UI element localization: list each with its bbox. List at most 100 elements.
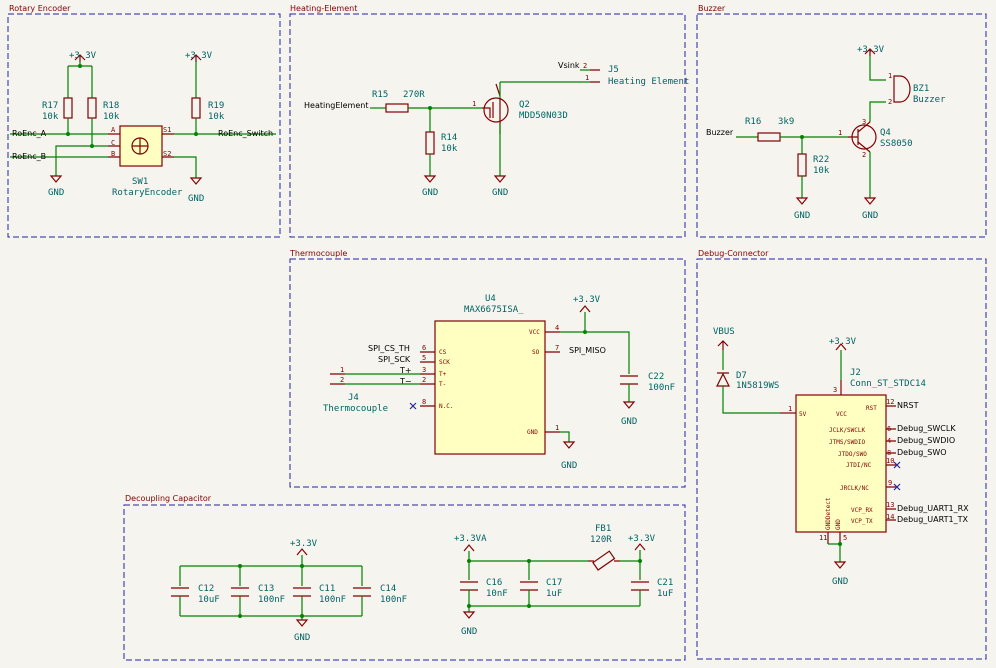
title-debug-connector: Debug-Connector xyxy=(698,249,769,258)
u4-pin-name-tplus: T+ xyxy=(439,371,447,378)
resistor-r14 xyxy=(425,131,435,155)
j2-pin-num-13: 13 xyxy=(886,501,894,509)
u4-pin-name-nc: N.C. xyxy=(439,403,453,410)
net-debug-swo: Debug_SWO xyxy=(897,448,947,457)
gnd-label-heating-1: GND xyxy=(422,188,438,198)
u4-value: MAX6675ISA_ xyxy=(464,305,524,315)
frame-decoupling: Decoupling Capacitor xyxy=(123,494,686,661)
rotary-power-label-1: +3.3V xyxy=(69,51,97,61)
c13-value: 100nF xyxy=(258,595,285,605)
gnd-label-heating-2: GND xyxy=(492,188,508,198)
j2-value: Conn_ST_STDC14 xyxy=(850,379,926,389)
j2-pin-name-gnd: GND xyxy=(835,519,842,530)
capacitor-c12 xyxy=(171,587,189,597)
j2-pin-name-gnddetect: GNDDetect xyxy=(825,497,832,530)
frame-heating-element: Heating-Element xyxy=(289,4,686,238)
resistor-r22 xyxy=(797,153,807,177)
r22-ref: R22 xyxy=(813,155,829,165)
j2-pin-num-6: 6 xyxy=(887,425,891,433)
c16-ref: C16 xyxy=(486,578,502,588)
ferrite-bead-fb1 xyxy=(592,550,616,571)
buzzer-power-label: +3.3V xyxy=(857,45,885,55)
debug-connector-circuit: VBUS D7 1N5819WS 1 5V J2 Conn_ST_STDC14 … xyxy=(713,327,969,587)
r14-value: 10k xyxy=(441,144,458,154)
j2-pin-num-4: 4 xyxy=(887,437,891,445)
thermo-power-label: +3.3V xyxy=(573,295,601,305)
net-debug-uart1-tx: Debug_UART1_TX xyxy=(897,515,968,524)
capacitor-c16 xyxy=(460,581,478,591)
u4-pin-name-gnd: GND xyxy=(527,429,538,436)
c21-ref: C21 xyxy=(657,578,673,588)
gnd-label-decoupling-2: GND xyxy=(461,627,477,637)
frame-buzzer: Buzzer xyxy=(696,4,987,238)
r18-value: 10k xyxy=(103,112,120,122)
j2-pin-name-vcp-rx: VCP_RX xyxy=(851,507,873,514)
sw1-pin-c: C xyxy=(111,139,115,147)
u4-pin-num-3: 3 xyxy=(422,366,426,374)
gnd-label-rotary-left: GND xyxy=(48,188,64,198)
j2-pin-num-9: 9 xyxy=(888,479,892,487)
buzzer-circuit: +3.3V 1 BZ1 Buzzer 2 Buzzer R16 3k9 R22 … xyxy=(706,45,946,221)
u4-pin-name-cs: CS xyxy=(439,349,447,356)
bz1-pin-2: 2 xyxy=(888,98,892,106)
net-vsink: Vsink xyxy=(558,61,580,70)
c17-value: 1uF xyxy=(546,589,562,599)
u4-pin-num-8: 8 xyxy=(422,398,426,406)
net-buzzer: Buzzer xyxy=(706,128,734,137)
vbus-label: VBUS xyxy=(713,327,735,337)
d7-value: 1N5819WS xyxy=(736,381,779,391)
q4-pin-1: 1 xyxy=(838,129,842,137)
net-debug-swdio: Debug_SWDIO xyxy=(897,436,955,445)
gnd-label-buzzer-2: GND xyxy=(862,211,878,221)
decoupling-power-label-1: +3.3V xyxy=(290,539,318,549)
j4-pin-2: 2 xyxy=(340,376,344,384)
c11-ref: C11 xyxy=(319,584,335,594)
j5-pin-2: 2 xyxy=(583,62,587,70)
q2-ref: Q2 xyxy=(519,100,530,110)
bz1-pin-1: 1 xyxy=(888,72,892,80)
title-decoupling: Decoupling Capacitor xyxy=(125,494,212,503)
r17-value: 10k xyxy=(42,112,59,122)
r15-value: 270R xyxy=(403,90,425,100)
ic-u4-body xyxy=(434,320,546,455)
title-buzzer: Buzzer xyxy=(698,4,726,13)
q2-pin-1: 1 xyxy=(472,100,476,108)
j2-pin-name-swo: JTDO/SWO xyxy=(838,451,867,458)
r19-ref: R19 xyxy=(208,101,224,111)
j2-pin-name-vcp-tx: VCP_TX xyxy=(851,518,873,525)
u4-pin-num-7: 7 xyxy=(555,344,559,352)
resistor-r15 xyxy=(385,103,409,113)
sw1-value: RotaryEncoder xyxy=(112,188,183,198)
j2-pin-num-5: 5 xyxy=(843,534,847,542)
r14-ref: R14 xyxy=(441,133,457,143)
q4-pin-2: 2 xyxy=(862,151,866,159)
debug-power-label: +3.3V xyxy=(829,337,857,347)
resistor-r16 xyxy=(757,132,781,142)
net-t-plus: T+ xyxy=(399,366,412,375)
rotary-encoder-circuit: +3.3V R17 10k R18 10k RoEnc_A RoEnc_B GN… xyxy=(10,51,276,204)
sw1-pin-b: B xyxy=(111,150,115,158)
d7-ref: D7 xyxy=(736,371,747,381)
c21-value: 1uF xyxy=(657,589,673,599)
u4-pin-num-4: 4 xyxy=(555,324,559,332)
fb1-value: 120R xyxy=(590,535,612,545)
rotary-power-label-2: +3.3V xyxy=(185,51,213,61)
u4-ref: U4 xyxy=(485,294,496,304)
heating-element-circuit: HeatingElement R15 270R R14 10k GND 1 Q2… xyxy=(304,61,689,198)
q4-value: SS8050 xyxy=(880,139,913,149)
u4-pin-num-6: 6 xyxy=(422,344,426,352)
c17-ref: C17 xyxy=(546,578,562,588)
net-nrst: NRST xyxy=(897,401,919,410)
title-heating-element: Heating-Element xyxy=(290,4,357,13)
sw1-pin-s1: S1 xyxy=(163,126,171,134)
net-debug-uart1-rx: Debug_UART1_RX xyxy=(897,504,969,513)
j5-pin-1: 1 xyxy=(585,74,589,82)
r16-value: 3k9 xyxy=(778,117,794,127)
c13-ref: C13 xyxy=(258,584,274,594)
net-debug-swclk: Debug_SWCLK xyxy=(897,424,956,433)
capacitor-c14 xyxy=(353,587,371,597)
c22-value: 100nF xyxy=(648,383,675,393)
j5-ref: J5 xyxy=(608,65,619,75)
fb1-ref: FB1 xyxy=(595,524,611,534)
